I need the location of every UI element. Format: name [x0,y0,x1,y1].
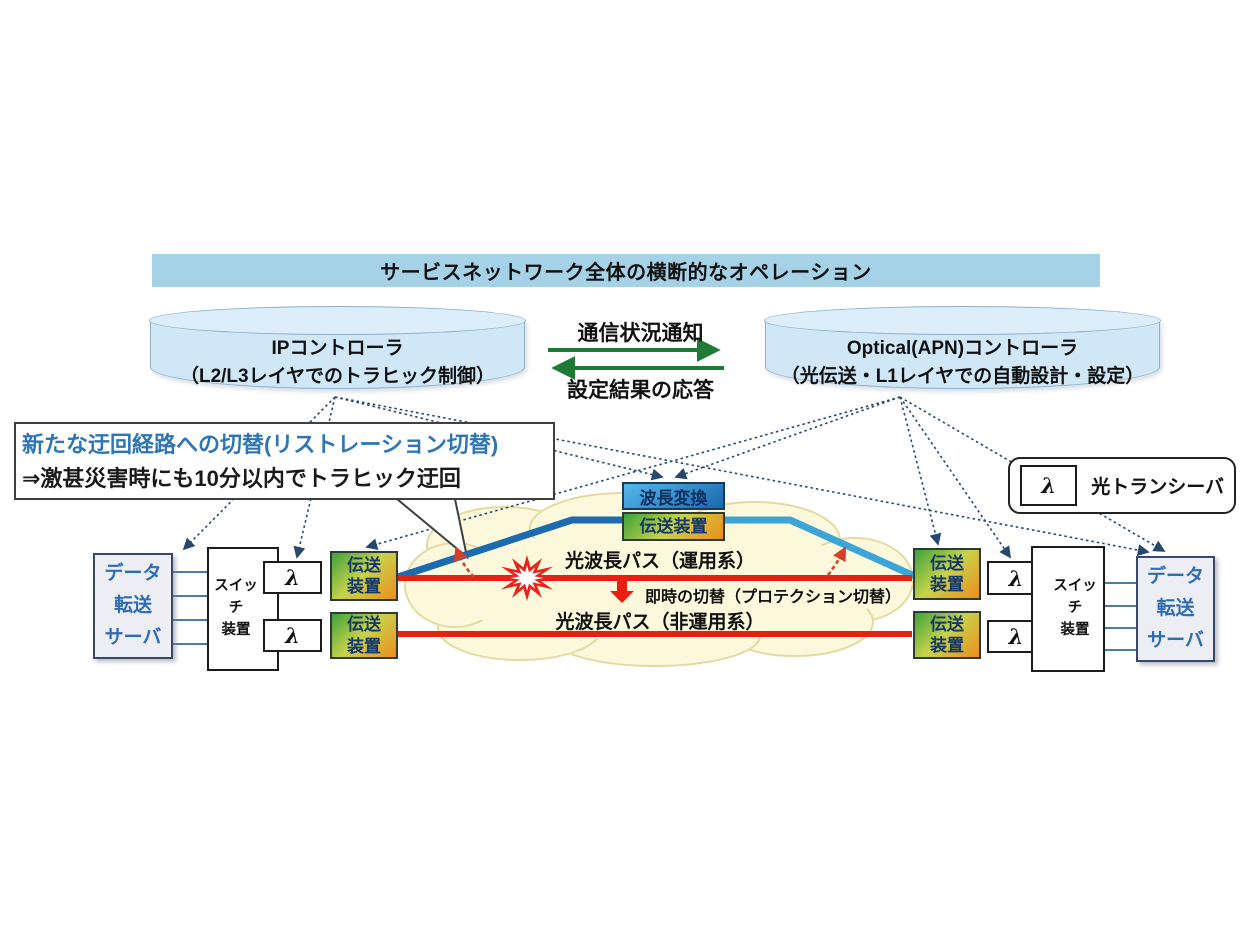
transponder-left-active: 伝送装置 [330,551,398,601]
server-switch-links [173,571,1136,651]
optical-controller-name: Optical(APN)コントローラ [846,338,1079,359]
transceiver-left-1: λ [263,561,322,594]
data-server-left: データ転送サーバ [93,553,173,659]
transceiver-left-2: λ [263,619,322,652]
transponder-right-standby: 伝送装置 [913,611,981,659]
protection-switch-label: 即時の切替（プロテクション切替） [645,589,902,606]
controller-exchange-arrows [548,338,724,380]
restoration-callout: 新たな迂回経路への切替(リストレーション切替) ⇒激甚災害時にも10分以内でトラ… [14,422,555,500]
transponder-left-standby: 伝送装置 [330,612,398,659]
restoration-callout-line2: ⇒激甚災害時にも10分以内でトラヒック迂回 [22,466,461,492]
transponder-right-active: 伝送装置 [913,548,981,600]
banner: サービスネットワーク全体の横断的なオペレーション [152,254,1100,287]
ip-controller-name: IPコントローラ [271,338,404,359]
optical-controller-subtitle: （光伝送・L1レイヤでの自動設計・設定） [780,365,1145,387]
wavelength-conversion-box: 波長変換 [622,482,725,510]
switchover-arrows [453,545,847,578]
protection-down-arrow-icon [610,581,634,603]
legend-label: 光トランシーバ [1091,477,1224,498]
active-path-label: 光波長パス（運用系） [564,551,755,572]
response-label: 設定結果の応答 [567,379,714,402]
restoration-callout-line1: 新たな迂回経路への切替(リストレーション切替) [22,432,499,457]
standby-path-label: 光波長パス（非運用系） [555,612,765,633]
optical-network-cloud [404,492,914,667]
legend-box: λ 光トランシーバ [1008,457,1236,514]
transponder-center: 伝送装置 [622,512,725,541]
ip-controller-subtitle: （L2/L3レイヤでのトラヒック制御） [179,365,496,387]
notify-label: 通信状況通知 [577,322,704,345]
failure-burst-icon [497,555,557,601]
ip-controller: IPコントローラ （L2/L3レイヤでのトラヒック制御） [149,306,526,389]
legend-transceiver-chip: λ [1020,465,1078,506]
lambda-symbol: λ [1041,473,1056,498]
optical-apn-controller: Optical(APN)コントローラ （光伝送・L1レイヤでの自動設計・設定） [764,306,1161,389]
switch-right: スイッチ装置 [1031,546,1105,672]
data-server-right: データ転送サーバ [1136,556,1215,662]
banner-title: サービスネットワーク全体の横断的なオペレーション [380,262,872,284]
